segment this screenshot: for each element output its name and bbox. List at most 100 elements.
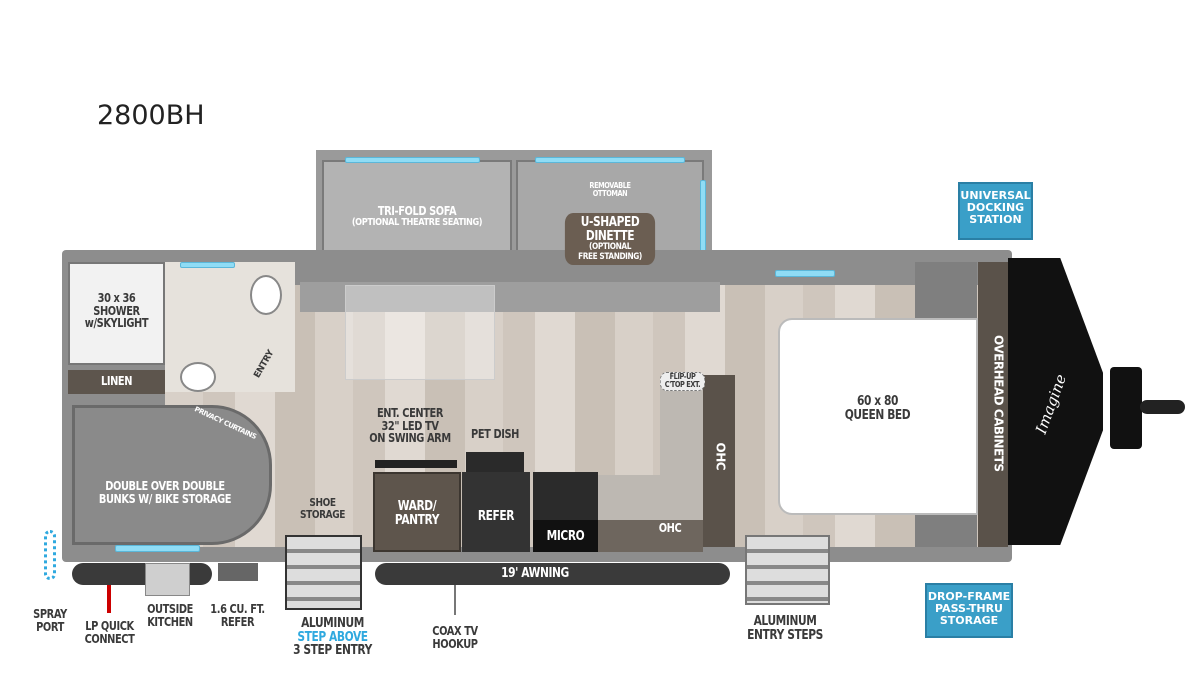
linen-cabinet xyxy=(68,370,165,394)
stove xyxy=(533,472,598,520)
label-line: 3 STEP ENTRY xyxy=(293,643,372,659)
coax-connector xyxy=(454,585,456,615)
label-line: DOUBLE OVER DOUBLE xyxy=(105,479,225,493)
refer-label: REFER xyxy=(477,509,515,524)
label-line: UNIVERSAL xyxy=(960,189,1031,202)
label-line: OTTOMAN xyxy=(592,189,628,199)
window xyxy=(775,270,835,277)
label-line: DROP-FRAME xyxy=(927,590,1011,603)
label-line: LP QUICK xyxy=(85,619,134,633)
label-line: 60 x 80 xyxy=(856,394,899,409)
counter-ohc xyxy=(598,520,703,552)
label-line: FLIP-UP xyxy=(669,372,696,381)
model-title: 2800BH xyxy=(97,100,205,131)
label-line: PORT xyxy=(36,619,64,634)
label-line: STEP ABOVE xyxy=(297,629,368,645)
counter xyxy=(598,475,703,520)
label-line: ALUMINUM xyxy=(753,614,817,629)
outside-kitchen-unit xyxy=(145,563,190,596)
label-line: (OPTIONAL THEATRE SEATING) xyxy=(351,216,483,228)
label-line: 1.6 CU. FT. xyxy=(210,602,265,616)
queen-bed xyxy=(778,318,978,515)
awning-label: 19' AWNING xyxy=(501,566,569,581)
pet-dish xyxy=(466,452,524,472)
microwave xyxy=(533,520,598,552)
counter-side xyxy=(660,380,703,475)
label-line: SHOWER xyxy=(93,303,140,318)
label-line: DINETTE xyxy=(585,228,635,244)
label-line: FREE STANDING) xyxy=(578,251,642,262)
lp-connector xyxy=(107,585,111,613)
hitch xyxy=(1140,400,1185,414)
label-line: REFER xyxy=(220,614,255,629)
ward-pantry xyxy=(373,472,461,552)
label-line: QUEEN BED xyxy=(844,407,911,423)
ohc-vertical-label: OHC xyxy=(713,442,728,471)
label-line: OUTSIDE xyxy=(147,602,193,616)
label-line: SHOE xyxy=(309,496,336,509)
label-line: HOOKUP xyxy=(432,636,478,651)
table xyxy=(345,285,495,380)
pet-dish-label: PET DISH xyxy=(471,427,519,441)
label-line: SPRAY xyxy=(33,607,67,621)
label-line: COAX TV xyxy=(432,624,478,638)
awning xyxy=(375,563,730,585)
window xyxy=(345,157,480,163)
label-line: KITCHEN xyxy=(147,614,193,629)
label-line: U-SHAPED xyxy=(580,215,640,230)
label-line: ENT. CENTER xyxy=(376,406,444,420)
label-line: 30 x 36 xyxy=(97,291,136,305)
label-line: REMOVABLE xyxy=(589,181,631,190)
label-line: (OPTIONAL xyxy=(588,242,631,253)
label-line: PASS-THRU xyxy=(935,602,1003,616)
label-line: WARD/ xyxy=(397,499,437,514)
ward-label: WARD/PANTRY xyxy=(381,500,453,527)
sofa-label: TRI-FOLD SOFA(OPTIONAL THEATRE SEATING) xyxy=(339,205,495,228)
ohc-label: OHC xyxy=(658,521,682,535)
awning-left xyxy=(72,563,212,585)
bunks xyxy=(72,405,272,545)
label-line: STORAGE xyxy=(300,507,345,521)
sink xyxy=(250,275,282,315)
window xyxy=(115,545,200,552)
shower xyxy=(68,262,165,365)
label-line: ON SWING ARM xyxy=(369,431,451,446)
label-line: ALUMINUM xyxy=(301,616,364,631)
tv xyxy=(375,460,457,468)
overhead-cabinets-label: OVERHEAD CABINETS xyxy=(991,335,1006,472)
label-line: ENTRY STEPS xyxy=(747,627,823,643)
window xyxy=(700,180,706,260)
label-line: STORAGE xyxy=(939,614,999,628)
micro-label: MICRO xyxy=(546,529,585,544)
overhead-cabinets xyxy=(978,262,1008,547)
linen-label: LINEN xyxy=(100,374,133,388)
hitch-jack xyxy=(1110,367,1142,449)
outside-refer-unit xyxy=(218,563,258,581)
outside-refer-label: 1.6 CU. FT.REFER xyxy=(207,603,269,628)
label-line: STATION xyxy=(969,213,1022,227)
slide-floor xyxy=(300,282,720,312)
label-line: C'TOP EXT. xyxy=(664,380,701,390)
window xyxy=(180,262,235,268)
label-line: CONNECT xyxy=(84,631,135,646)
label-line: BUNKS W/ BIKE STORAGE xyxy=(98,491,232,506)
label-line: DOCKING xyxy=(966,201,1025,215)
spray-hose-icon xyxy=(44,530,56,580)
window xyxy=(535,157,685,163)
refrigerator xyxy=(462,472,530,552)
